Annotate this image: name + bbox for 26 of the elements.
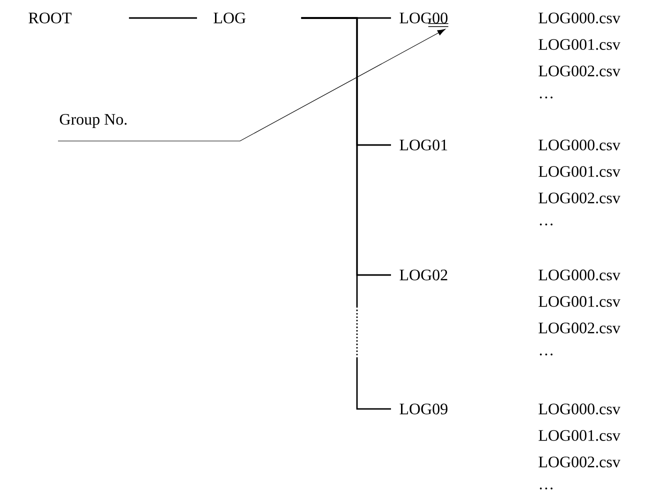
annotation-label: Group No. <box>60 114 127 128</box>
leader-line <box>58 28 446 142</box>
folder-label: LOG00 <box>400 12 448 24</box>
folder-label: LOG09 <box>400 404 448 414</box>
file-name: … <box>540 354 552 356</box>
file-name: … <box>540 96 552 98</box>
tree-branch <box>301 17 391 410</box>
file-name: … <box>540 488 552 490</box>
file-name: LOG000.csv <box>538 12 620 24</box>
folder-label: ROOT <box>28 12 72 24</box>
file-name: LOG001.csv <box>538 296 620 307</box>
file-name: LOG001.csv <box>538 430 620 441</box>
folder-label: LOG01 <box>400 140 448 150</box>
file-name: LOG001.csv <box>538 166 620 177</box>
folder-label: LOG <box>214 12 246 24</box>
file-name: LOG002.csv <box>538 322 620 334</box>
folder-label: LOG02 <box>400 270 448 280</box>
file-name: LOG002.csv <box>538 456 620 468</box>
file-name: LOG000.csv <box>538 270 620 280</box>
file-name: … <box>540 224 552 226</box>
file-name: LOG002.csv <box>538 66 620 76</box>
file-name: LOG001.csv <box>538 39 620 50</box>
file-name: LOG000.csv <box>538 404 620 414</box>
connector-line <box>128 17 197 19</box>
file-name: LOG000.csv <box>538 140 620 150</box>
file-name: LOG002.csv <box>538 192 620 204</box>
